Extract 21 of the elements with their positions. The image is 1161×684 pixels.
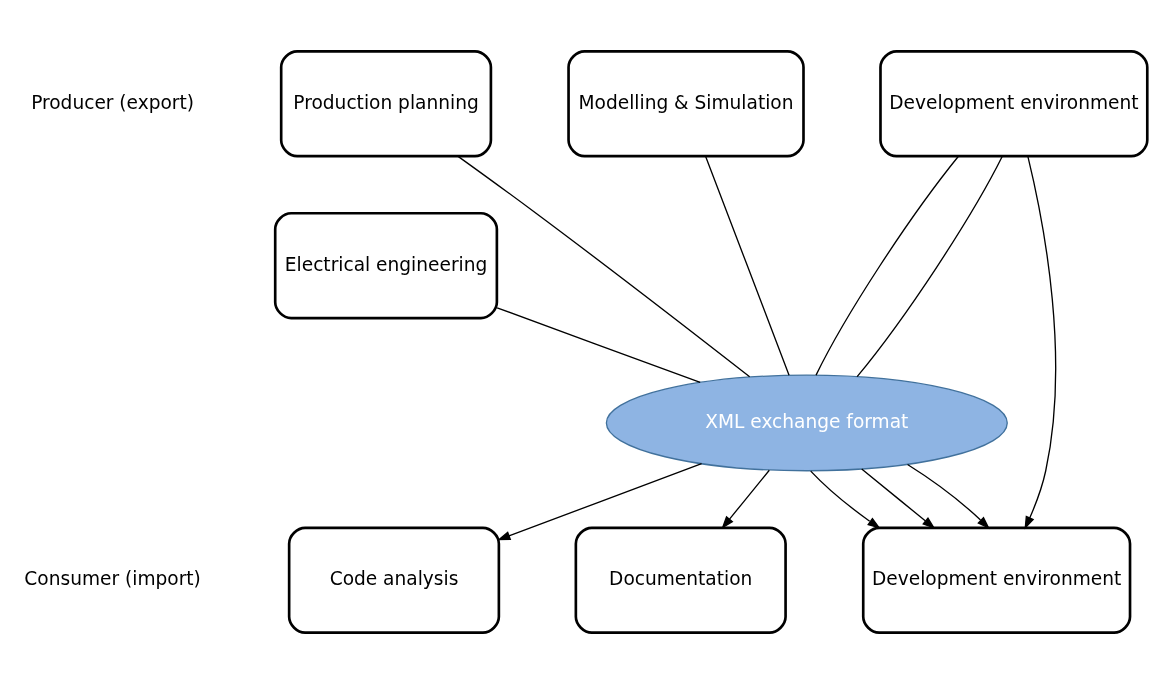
node-ellipse: XML exchange format [605, 374, 1008, 472]
arrow [810, 470, 881, 529]
node-box: Modelling & Simulation [567, 50, 805, 158]
node-box: Production planning [279, 50, 493, 158]
arrow [1024, 155, 1057, 530]
node-box: Development environment [861, 526, 1132, 634]
node-box: Documentation [574, 526, 787, 634]
connector [496, 307, 701, 384]
node-box: Code analysis [287, 526, 501, 634]
connector [457, 155, 751, 378]
connector [704, 155, 790, 376]
node-box: Development environment [879, 50, 1149, 158]
arrow [861, 468, 936, 530]
label: Consumer (import) [24, 568, 201, 590]
connector [856, 155, 1003, 378]
arrow [497, 463, 703, 541]
arrow [721, 469, 770, 529]
connector [815, 155, 960, 376]
arrow [906, 463, 990, 530]
label: Producer (export) [31, 91, 195, 113]
node-box: Electrical engineering [273, 211, 499, 320]
